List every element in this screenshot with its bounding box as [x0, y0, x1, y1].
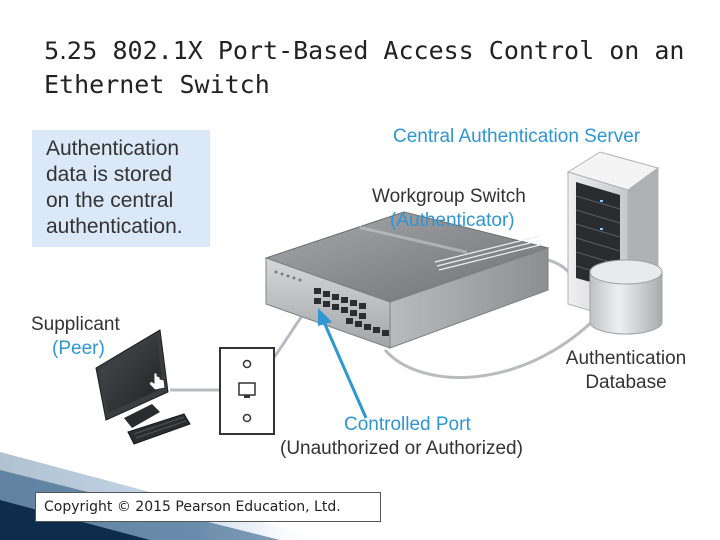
wall-plate-icon — [219, 347, 275, 435]
label-supplicant: Supplicant — [31, 314, 120, 335]
label-database-line: Database — [585, 372, 667, 393]
label-authentication-database: Authentication Database — [552, 347, 700, 395]
controlled-port-arrow — [318, 308, 368, 419]
slide-number: 5.25 — [44, 37, 98, 65]
cable-switch-to-database — [383, 316, 598, 379]
callout-box: Authentication data is stored on the cen… — [32, 130, 210, 247]
workgroup-switch-icon — [264, 211, 550, 349]
label-authenticator: (Authenticator) — [390, 210, 515, 231]
database-cylinder-icon — [589, 259, 663, 335]
label-database-line: Authentication — [565, 348, 687, 369]
slide-title-text: 802.1X Port-Based Access Control on an E… — [44, 36, 685, 99]
label-controlled-port: Controlled Port — [344, 414, 471, 435]
callout-line: data is stored — [46, 163, 173, 186]
label-peer: (Peer) — [52, 338, 105, 359]
callout-line: on the central — [46, 189, 174, 212]
callout-line: authentication. — [46, 215, 183, 238]
copyright-box: Copyright © 2015 Pearson Education, Ltd. — [35, 492, 381, 522]
callout-line: Authentication — [46, 137, 180, 160]
label-central-authentication-server: Central Authentication Server — [393, 126, 641, 147]
slide-title: 5.25 802.1X Port-Based Access Control on… — [44, 34, 704, 101]
computer-icon — [95, 329, 191, 445]
label-port-state: (Unauthorized or Authorized) — [280, 438, 523, 459]
label-workgroup-switch: Workgroup Switch — [372, 186, 526, 207]
